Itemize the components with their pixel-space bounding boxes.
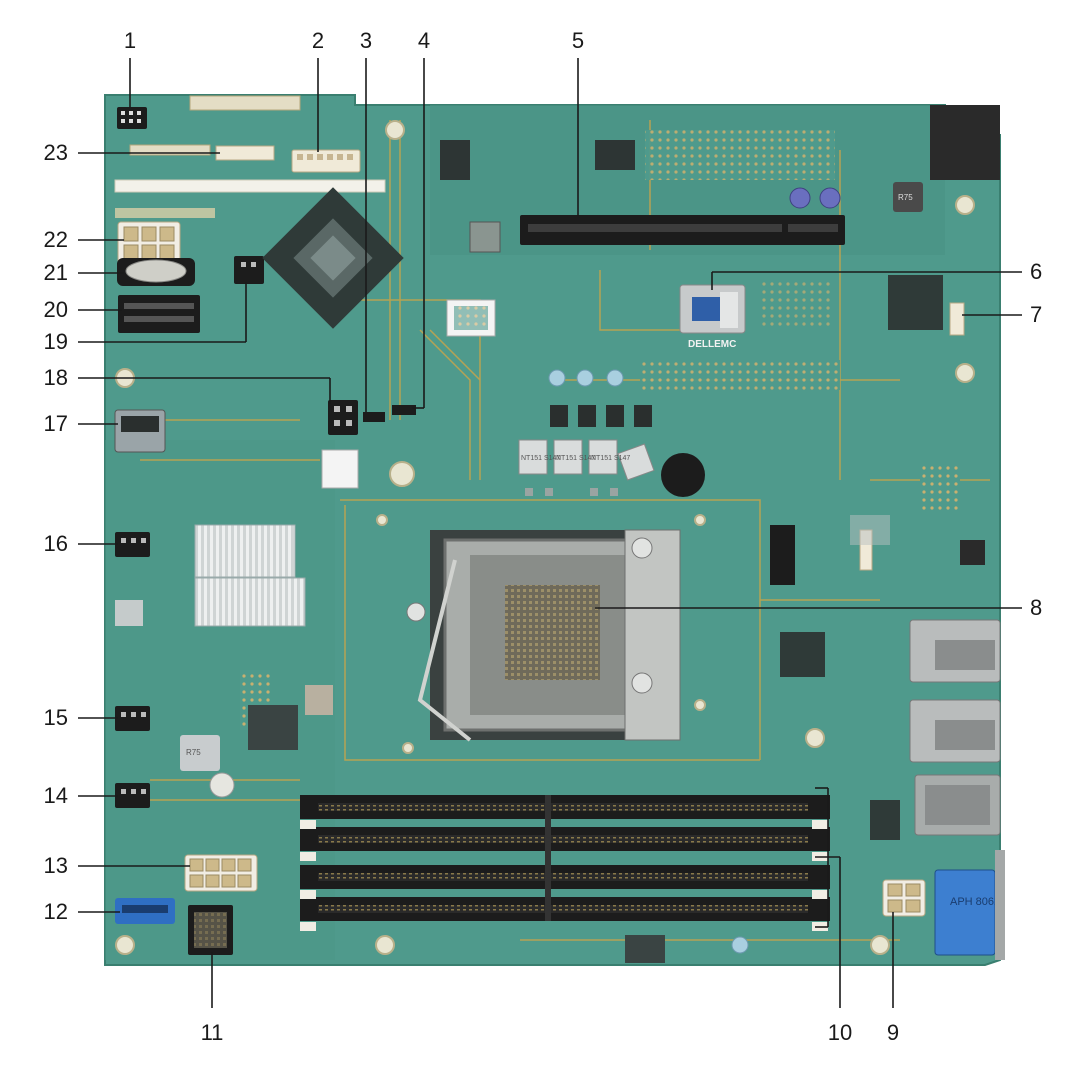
jumper-3	[363, 412, 385, 422]
callout-8: 8	[1030, 595, 1043, 620]
connector-2	[291, 149, 361, 173]
pin-header	[640, 360, 840, 390]
callout-23: 23	[43, 140, 68, 165]
callout-18: 18	[43, 365, 68, 390]
callout-12: 12	[43, 899, 68, 924]
vga-connector	[934, 869, 996, 956]
connector-18	[328, 400, 358, 435]
choke-marking: NT151 S147	[556, 455, 595, 462]
callout-10: 10	[827, 1020, 853, 1045]
callout-20: 20	[43, 297, 68, 322]
capacitors	[548, 369, 624, 387]
connector-7	[949, 302, 965, 336]
chip	[248, 705, 298, 750]
connector-19	[234, 256, 264, 284]
callout-22: 22	[43, 227, 68, 252]
capacitor	[209, 772, 235, 798]
choke-marking: NT151 S147	[591, 455, 630, 462]
inductor-marking: R75	[898, 193, 913, 202]
pin-grid	[920, 465, 960, 510]
heatsink	[194, 524, 296, 578]
mosfets	[550, 405, 652, 427]
chip	[180, 735, 220, 771]
pin-header	[645, 130, 835, 180]
m2-slot	[770, 525, 795, 585]
capacitor	[731, 936, 749, 954]
callout-16: 16	[43, 531, 68, 556]
mounting-holes	[115, 120, 975, 955]
chip	[850, 515, 890, 545]
inductor	[893, 182, 923, 212]
fan-header-15	[115, 706, 150, 731]
chip	[305, 685, 333, 715]
leader-lines	[78, 58, 1022, 1008]
buzzer	[661, 453, 705, 497]
chip	[625, 935, 665, 963]
connector-23	[215, 145, 275, 161]
callout-13: 13	[43, 853, 68, 878]
callout-7: 7	[1030, 302, 1043, 327]
chip	[870, 800, 900, 840]
header-strip	[129, 144, 211, 156]
callout-19: 19	[43, 329, 68, 354]
fan-header-14	[115, 783, 150, 808]
callout-14: 14	[43, 783, 68, 808]
callout-17: 17	[43, 411, 68, 436]
choke-marking: NT151 S147	[521, 455, 560, 462]
qr-label	[321, 449, 359, 489]
callout-3: 3	[359, 28, 373, 53]
chip	[440, 140, 470, 180]
connector-marking: APH 8062	[950, 896, 1000, 908]
heatsink	[194, 577, 306, 627]
slot-20	[118, 295, 200, 333]
header-strip	[189, 95, 301, 111]
cpu-socket-8	[406, 529, 681, 742]
chokes	[518, 439, 655, 481]
white-slot-strip	[114, 179, 386, 193]
callout-15: 15	[43, 705, 68, 730]
callout-9: 9	[886, 1020, 900, 1045]
capacitors	[789, 187, 841, 209]
callout-4: 4	[417, 28, 431, 53]
small-parts	[525, 488, 618, 496]
fan-header-16	[115, 532, 150, 557]
chip	[595, 140, 635, 170]
switch	[960, 540, 985, 565]
callout-5: 5	[571, 28, 585, 53]
rear-bracket	[930, 105, 1000, 180]
chip-marking: R75	[186, 748, 201, 757]
chip	[780, 632, 825, 677]
brand-logo: DELLEMC	[688, 339, 736, 350]
serial-shell	[995, 850, 1005, 960]
dimm-slots-10	[300, 795, 830, 931]
callout-21: 21	[43, 260, 68, 285]
chip	[888, 275, 943, 330]
callout-11: 11	[200, 1020, 224, 1045]
callout-2: 2	[311, 28, 325, 53]
pin-header	[760, 280, 830, 330]
coin-battery	[125, 259, 187, 283]
header-strip	[115, 208, 215, 218]
connector-1	[117, 107, 147, 129]
callout-1: 1	[123, 28, 137, 53]
jumper-4	[392, 405, 416, 415]
callout-6: 6	[1030, 259, 1043, 284]
chip	[469, 221, 501, 253]
chip	[115, 600, 143, 626]
